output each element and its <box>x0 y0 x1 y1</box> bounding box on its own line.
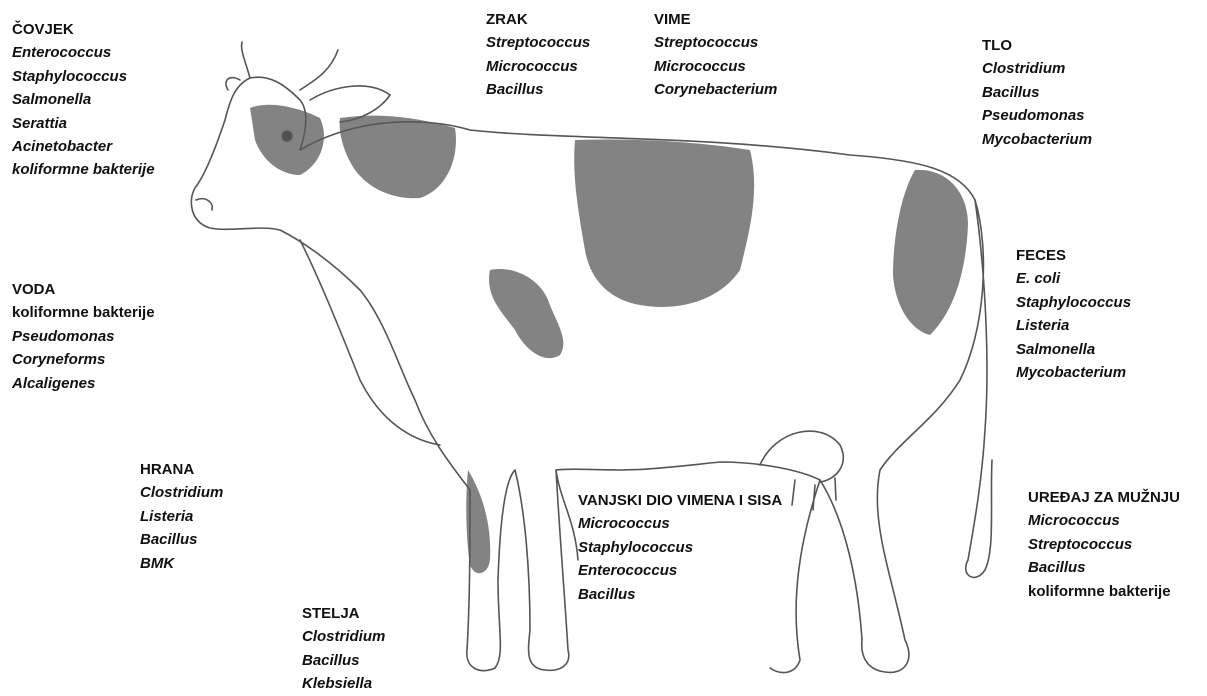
list-item: Clostridium <box>982 57 1092 80</box>
list-item: Micrococcus <box>1028 509 1180 532</box>
group-covjek: ČOVJEK Enterococcus Staphylococcus Salmo… <box>12 18 155 182</box>
list-item: Micrococcus <box>486 55 590 78</box>
list-item: Enterococcus <box>12 41 155 64</box>
list-item: Klebsiella <box>302 672 385 695</box>
list-item: Coryneforms <box>12 348 155 371</box>
list-item: Bacillus <box>140 528 223 551</box>
list-item: Listeria <box>1016 314 1131 337</box>
list-item: Streptococcus <box>486 31 590 54</box>
list-item: Bacillus <box>1028 556 1180 579</box>
list-item: Alcaligenes <box>12 372 155 395</box>
group-title: ZRAK <box>486 8 590 31</box>
group-zrak: ZRAK Streptococcus Micrococcus Bacillus <box>486 8 590 102</box>
list-item: Salmonella <box>1016 338 1131 361</box>
group-title: VODA <box>12 278 155 301</box>
list-item: Mycobacterium <box>982 128 1092 151</box>
list-item: Acinetobacter <box>12 135 155 158</box>
group-voda: VODA koliformne bakterije Pseudomonas Co… <box>12 278 155 395</box>
list-item: Clostridium <box>140 481 223 504</box>
group-title: VANJSKI DIO VIMENA I SISA <box>578 489 788 512</box>
list-item: Salmonella <box>12 88 155 111</box>
list-item: Serattia <box>12 112 155 135</box>
group-feces: FECES E. coli Staphylococcus Listeria Sa… <box>1016 244 1131 384</box>
list-item: Staphylococcus <box>578 536 788 559</box>
list-item: Staphylococcus <box>12 65 155 88</box>
list-item: koliformne bakterije <box>1028 580 1180 603</box>
list-item: Mycobacterium <box>1016 361 1131 384</box>
group-hrana: HRANA Clostridium Listeria Bacillus BMK <box>140 458 223 575</box>
list-item: koliformne bakterije <box>12 158 155 181</box>
group-title: UREĐAJ ZA MUŽNJU <box>1028 486 1180 509</box>
list-item: BMK <box>140 552 223 575</box>
group-title: FECES <box>1016 244 1131 267</box>
list-item: Corynebacterium <box>654 78 777 101</box>
list-item: Bacillus <box>302 649 385 672</box>
group-stelja: STELJA Clostridium Bacillus Klebsiella <box>302 602 385 696</box>
list-item: Micrococcus <box>578 512 788 535</box>
group-vime: VIME Streptococcus Micrococcus Corynebac… <box>654 8 777 102</box>
list-item: Enterococcus <box>578 559 788 582</box>
list-item: Bacillus <box>578 583 788 606</box>
list-item: Listeria <box>140 505 223 528</box>
list-item: Streptococcus <box>654 31 777 54</box>
list-item: Clostridium <box>302 625 385 648</box>
group-vanjski-dio-vimena: VANJSKI DIO VIMENA I SISA Micrococcus St… <box>578 489 788 606</box>
list-item: Pseudomonas <box>982 104 1092 127</box>
group-title: VIME <box>654 8 777 31</box>
list-item: Bacillus <box>486 78 590 101</box>
group-title: TLO <box>982 34 1092 57</box>
list-item: koliformne bakterije <box>12 301 155 324</box>
group-title: STELJA <box>302 602 385 625</box>
list-item: Staphylococcus <box>1016 291 1131 314</box>
list-item: Bacillus <box>982 81 1092 104</box>
group-tlo: TLO Clostridium Bacillus Pseudomonas Myc… <box>982 34 1092 151</box>
list-item: Streptococcus <box>1028 533 1180 556</box>
list-item: Pseudomonas <box>12 325 155 348</box>
list-item: E. coli <box>1016 267 1131 290</box>
group-uredaj-za-muznju: UREĐAJ ZA MUŽNJU Micrococcus Streptococc… <box>1028 486 1180 603</box>
group-title: HRANA <box>140 458 223 481</box>
group-title: ČOVJEK <box>12 18 155 41</box>
list-item: Micrococcus <box>654 55 777 78</box>
